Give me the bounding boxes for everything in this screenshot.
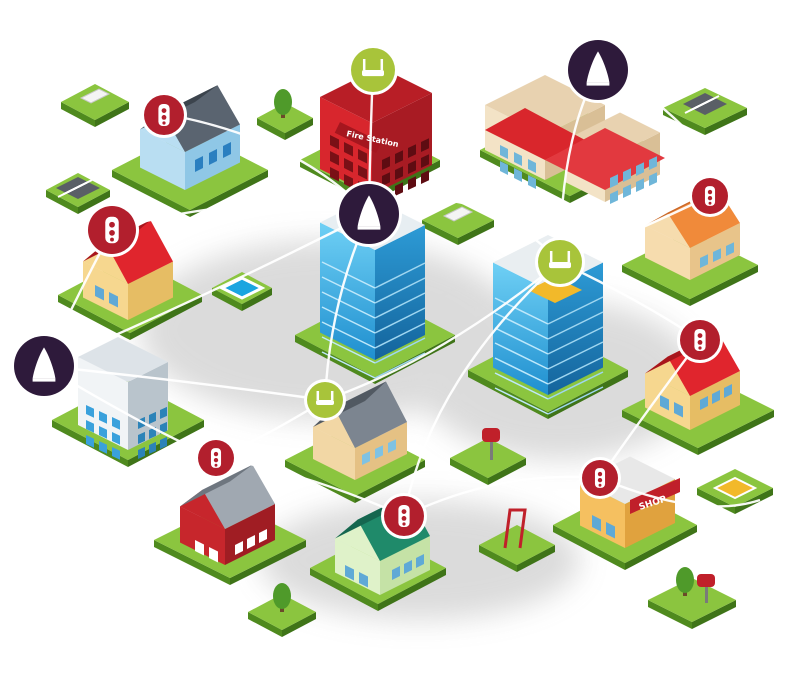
antenna-icon	[586, 51, 610, 83]
bench-top-left	[79, 88, 111, 104]
smart-meter-icon	[398, 505, 410, 527]
tree-top	[274, 89, 292, 118]
router-badge-center	[535, 237, 585, 287]
meter-badge-shop	[579, 457, 621, 499]
meter-badge-brick-house	[195, 437, 237, 479]
tree-icon	[274, 89, 292, 115]
router-badge-top	[348, 45, 398, 95]
pool	[218, 276, 266, 300]
link-line	[403, 475, 601, 518]
network-links	[42, 68, 761, 518]
router-badge-lower	[304, 379, 346, 421]
small-pad	[712, 476, 758, 500]
crosswalk-left	[56, 177, 100, 199]
antenna-badge-center	[336, 181, 402, 247]
tree-icon	[273, 583, 291, 609]
pool-icon	[218, 276, 266, 300]
meter-badge-cream-house	[689, 175, 731, 217]
tile-bench-center	[422, 202, 494, 245]
tile-swing	[479, 525, 555, 572]
link-line	[324, 261, 561, 402]
link-line	[43, 364, 326, 402]
school-building	[485, 75, 665, 204]
meter-badge-red-house-right	[677, 317, 723, 363]
tree-right	[676, 567, 694, 596]
bench-center	[442, 206, 474, 222]
meter-badge-red-house-left	[85, 203, 139, 257]
tile-bench-top-left	[61, 84, 129, 127]
smart-meter-icon	[704, 186, 716, 206]
tile-mailbox-center	[450, 438, 526, 485]
link-line	[402, 261, 561, 517]
crosswalk-right	[683, 93, 727, 115]
link-line	[215, 456, 405, 518]
brick-house	[180, 464, 275, 565]
meter-badge-green-house	[381, 493, 427, 539]
antenna-icon	[357, 195, 381, 227]
wifi-router-icon	[316, 400, 334, 406]
bench-icon	[442, 206, 474, 222]
wifi-router-icon	[549, 262, 571, 269]
swing	[503, 508, 527, 549]
link-line	[599, 476, 761, 508]
bench-icon	[79, 88, 111, 104]
tree-bottom	[273, 583, 291, 612]
smart-meter-icon	[105, 216, 119, 244]
smart-meter-icon	[594, 468, 606, 488]
mailbox-icon	[697, 574, 715, 587]
device-badges	[11, 37, 731, 539]
antenna-icon	[32, 347, 56, 379]
antenna-badge-left	[11, 333, 77, 399]
smart-meter-icon	[210, 448, 222, 468]
mailbox-right	[697, 574, 715, 603]
antenna-badge-top-right	[565, 37, 631, 103]
shop-signboard	[630, 478, 680, 514]
office-building	[78, 337, 168, 460]
tile-tree-mailbox	[648, 578, 736, 629]
link-line	[43, 212, 370, 368]
swing-icon	[503, 508, 527, 549]
wifi-router-icon	[362, 70, 384, 77]
mailbox-icon	[482, 428, 500, 442]
smart-meter-icon	[158, 104, 170, 126]
meter-badge-blue-house	[141, 92, 187, 138]
mailbox-center	[482, 428, 500, 460]
tree-icon	[676, 567, 694, 593]
